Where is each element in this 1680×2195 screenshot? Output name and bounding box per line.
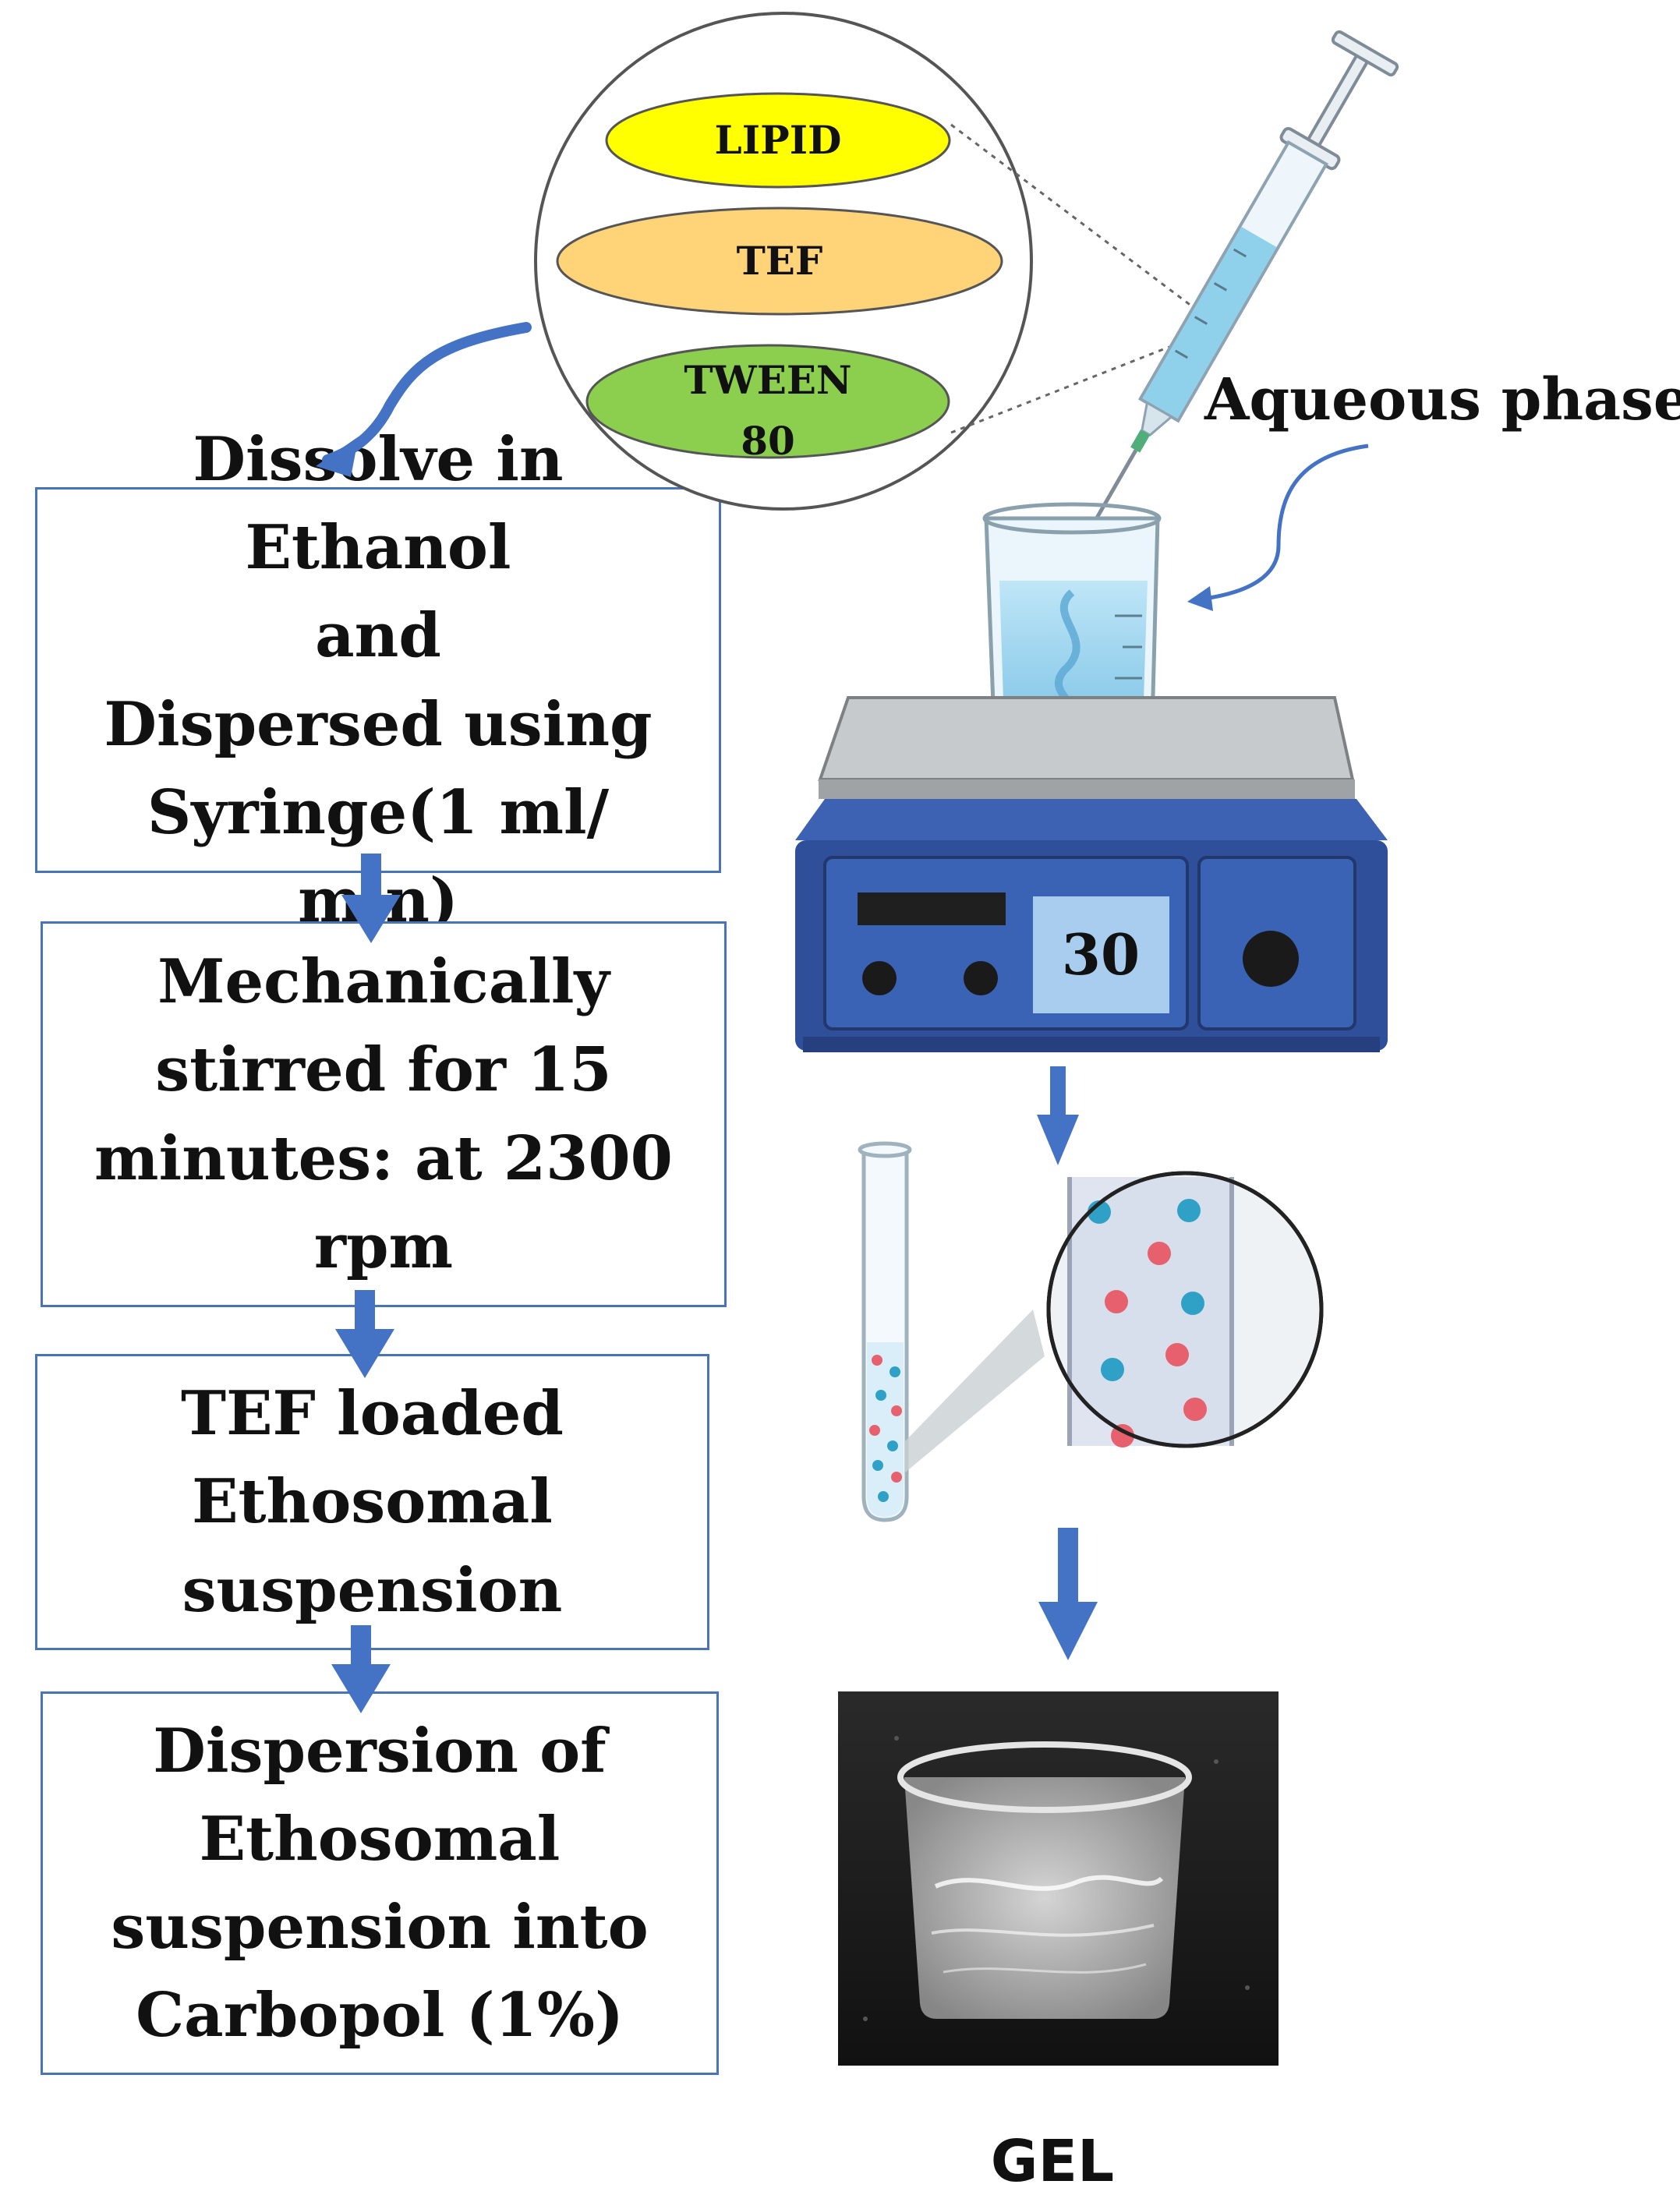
arrow-stirrer-to-tube	[1037, 1066, 1079, 1165]
step-suspension-line-1: TEF loaded	[181, 1378, 564, 1450]
zoom-cone	[904, 1310, 1045, 1473]
lipid-label: LIPID	[715, 117, 842, 163]
arrow-step3-to-step4	[331, 1625, 391, 1713]
tween80-label-line-1: TWEEN	[684, 357, 851, 403]
aqueous-phase-label: Aqueous phase	[1204, 366, 1680, 433]
tef-label: TEF	[737, 238, 823, 284]
step-stir-line-3: minutes: at 2300	[94, 1122, 673, 1194]
magnifier-guide-line-bottom	[950, 345, 1170, 434]
step-dissolve-line-1: Dissolve in Ethanol	[193, 424, 564, 584]
ingredients-magnifier: LIPID TEF TWEEN 80	[534, 12, 1205, 511]
tef-ellipse	[556, 207, 1003, 316]
step-suspension-line-2: Ethosomal	[192, 1466, 553, 1538]
lipid-ellipse	[605, 92, 951, 189]
step-carbopol-line-3: suspension into	[111, 1892, 649, 1963]
step-stir-line-4: rpm	[313, 1211, 454, 1282]
test-tube-icon	[858, 1141, 912, 1522]
syringe-icon	[1077, 30, 1399, 549]
stirrer-display	[1033, 896, 1169, 1013]
stirrer-display-value: 30	[1062, 921, 1140, 988]
step-dissolve-line-2: and	[315, 600, 441, 672]
step-dissolve-line-3: Dispersed using	[104, 688, 653, 760]
ethosome-magnifier	[1046, 1171, 1324, 1448]
step-carbopol-box: Dispersion of Ethosomal suspension into …	[41, 1691, 719, 2075]
step-stir-line-2: stirred for 15	[155, 1034, 612, 1106]
step-stir-box: Mechanically stirred for 15 minutes: at …	[41, 921, 727, 1307]
curved-arrow-to-dissolve	[316, 322, 532, 477]
gel-label: GEL	[990, 2128, 1115, 2195]
arrow-step2-to-step3	[335, 1290, 394, 1378]
step-carbopol-line-1: Dispersion of	[153, 1715, 607, 1787]
tween80-ellipse	[585, 344, 950, 459]
step-suspension-line-3: suspension	[182, 1554, 563, 1626]
magnifier-guide-line-top	[950, 123, 1205, 317]
aqueous-phase-arrow	[1187, 444, 1369, 611]
arrow-step1-to-step2	[341, 854, 401, 943]
step-suspension-box: TEF loaded Ethosomal suspension	[35, 1354, 709, 1650]
step-carbopol-line-4: Carbopol (1%)	[136, 1980, 624, 2052]
tween80-label-line-2: 80	[741, 418, 795, 464]
step-carbopol-line-2: Ethosomal	[199, 1803, 561, 1875]
step-dissolve-box: Dissolve in Ethanol and Dispersed using …	[35, 424, 721, 936]
step-stir-line-1: Mechanically	[157, 946, 610, 1018]
gel-photo	[838, 1691, 1279, 2066]
arrow-tube-to-gel	[1038, 1528, 1098, 1660]
magnetic-stirrer-icon: 30	[795, 696, 1388, 1052]
